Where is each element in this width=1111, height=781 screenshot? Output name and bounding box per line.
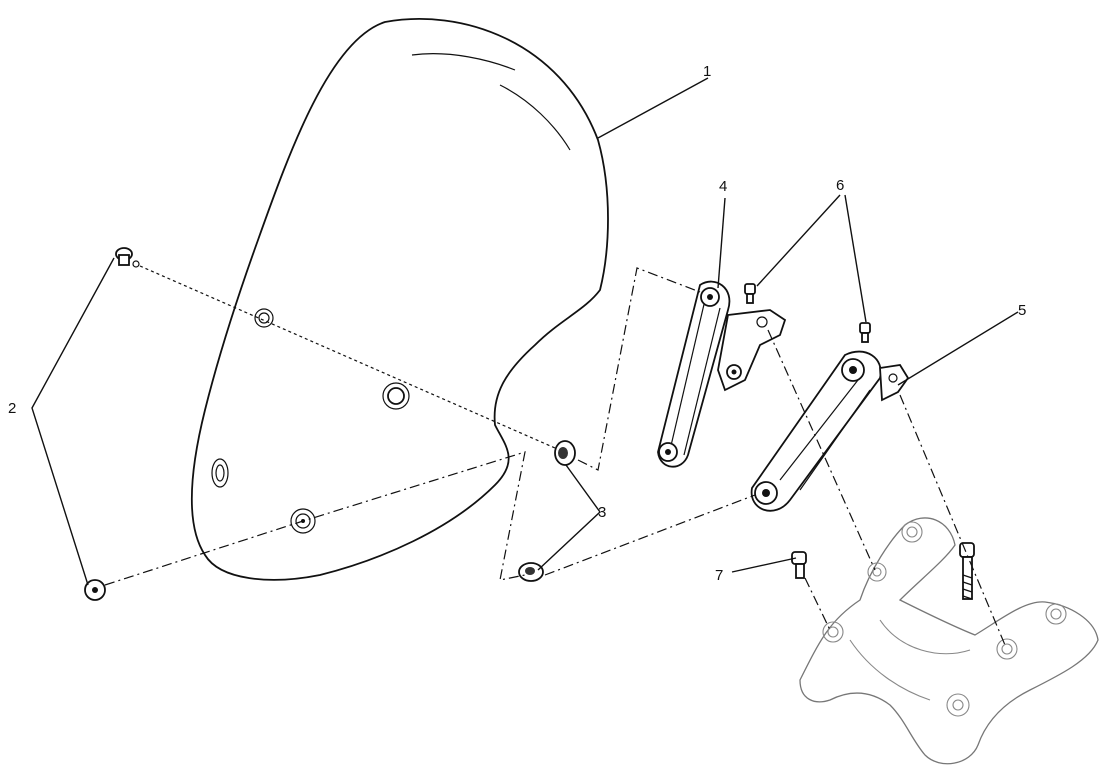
grommet-part-3-upper	[554, 440, 576, 466]
windscreen-hole	[382, 382, 410, 410]
callout-2: 2	[8, 400, 16, 417]
support-arm-part-4	[657, 280, 787, 468]
callout-5: 5	[1018, 302, 1026, 319]
screw-part-2-lower	[84, 579, 106, 601]
leader-lines	[31, 77, 1019, 586]
grommet-part-3-lower	[518, 562, 544, 582]
callout-7: 7	[715, 567, 723, 584]
bolt-part-6-right	[859, 322, 871, 343]
callout-3: 3	[598, 504, 606, 521]
screw-part-2-upper	[115, 247, 140, 268]
bolt-part-6-left	[744, 283, 756, 304]
windscreen-hole	[211, 458, 229, 488]
windscreen-part-1	[190, 18, 609, 581]
mounting-bracket-ghost	[799, 517, 1099, 765]
support-arm-part-5	[750, 350, 910, 512]
callout-4: 4	[719, 178, 727, 195]
callout-1: 1	[703, 63, 711, 80]
bolt-part-7	[791, 551, 807, 579]
callout-6: 6	[836, 177, 844, 194]
windscreen-hole	[254, 308, 274, 328]
long-screw	[959, 542, 975, 600]
assembly-lines	[104, 265, 1006, 646]
